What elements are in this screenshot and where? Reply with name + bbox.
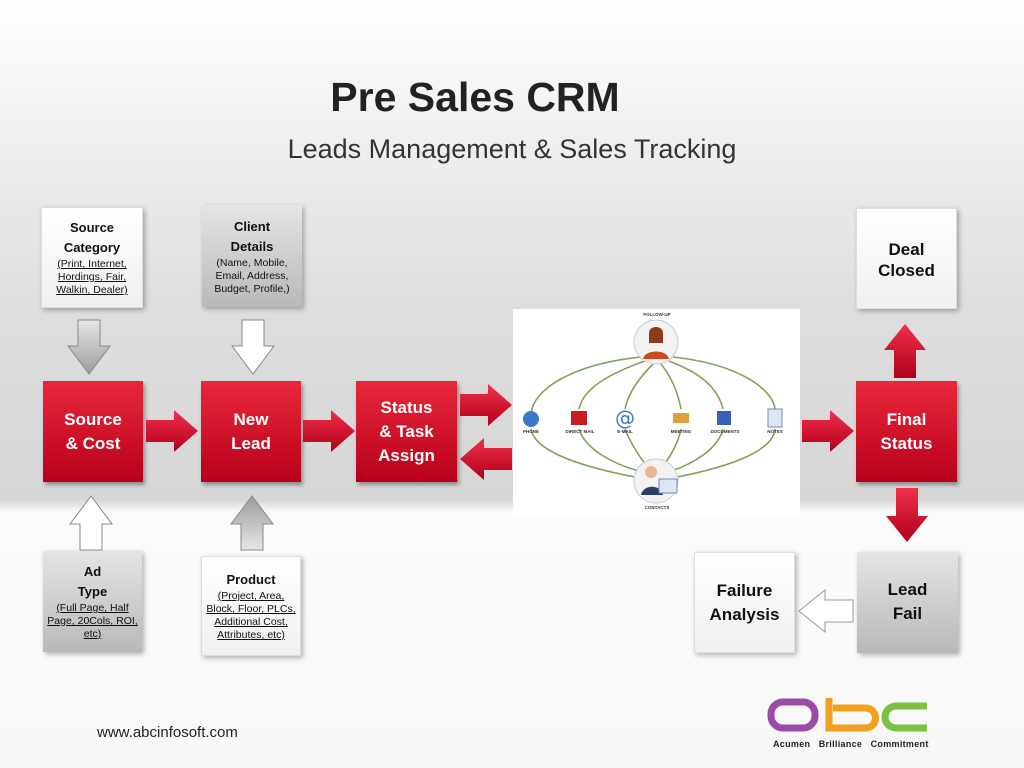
failure-analysis-line1: Failure bbox=[716, 580, 773, 600]
ad-type-line2: Type bbox=[77, 584, 108, 599]
client-details-detail: (Name, Mobile, Email, Address, Budget, P… bbox=[214, 256, 290, 295]
source-cost-line2: & Cost bbox=[65, 433, 121, 453]
arrow-down-source-category bbox=[67, 319, 111, 375]
abc-logo-mark bbox=[767, 698, 927, 732]
source-cost-box: Source & Cost bbox=[43, 381, 143, 482]
failure-analysis-box: Failure Analysis bbox=[694, 552, 795, 653]
arrow-left-failure bbox=[798, 588, 854, 634]
final-status-line2: Status bbox=[880, 433, 933, 453]
deal-closed-box: Deal Closed bbox=[856, 208, 957, 309]
client-details-box: Client Details (Name, Mobile, Email, Add… bbox=[202, 205, 302, 307]
logo-tagline: Acumen Brilliance Commitment bbox=[773, 739, 929, 749]
status-task-line2: & Task bbox=[379, 421, 434, 441]
website-link[interactable]: www.abcinfosoft.com bbox=[97, 724, 238, 741]
arrow-down-lead-fail bbox=[886, 488, 928, 542]
crm-node-meeting: MEETING bbox=[670, 429, 692, 434]
arrow-left-from-crm bbox=[460, 438, 512, 480]
page-title: Pre Sales CRM bbox=[330, 74, 620, 120]
crm-label-followup: FOLLOW-UP bbox=[643, 312, 671, 317]
status-task-box: Status & Task Assign bbox=[356, 381, 457, 482]
new-lead-line1: New bbox=[233, 409, 269, 429]
product-box: Product (Project, Area, Block, Floor, PL… bbox=[201, 556, 301, 656]
new-lead-box: New Lead bbox=[201, 381, 301, 482]
final-status-box: Final Status bbox=[856, 381, 957, 482]
lead-fail-box: Lead Fail bbox=[857, 552, 958, 653]
arrow-right-2 bbox=[303, 410, 355, 452]
crm-node-direct-mail: DIRECT MAIL bbox=[565, 429, 595, 434]
arrow-up-product bbox=[230, 495, 274, 551]
new-lead-line2: Lead bbox=[231, 433, 271, 453]
svg-text:@: @ bbox=[615, 406, 635, 430]
page-subtitle: Leads Management & Sales Tracking bbox=[287, 134, 737, 164]
final-status-line1: Final bbox=[886, 409, 927, 429]
abc-logo: Acumen Brilliance Commitment bbox=[767, 694, 935, 752]
product-line1: Product bbox=[226, 572, 276, 587]
failure-analysis-line2: Analysis bbox=[709, 604, 780, 624]
crm-diagram: @ bbox=[523, 319, 783, 504]
client-details-line2: Details bbox=[230, 238, 274, 254]
crm-node-phone: PHONE bbox=[522, 429, 539, 434]
arrow-up-deal-closed bbox=[884, 324, 926, 378]
lead-fail-line2: Fail bbox=[892, 604, 923, 623]
source-category-detail: (Print, Internet, Hordings, Fair, Walkin… bbox=[56, 258, 128, 296]
deal-closed-line2: Closed bbox=[878, 261, 935, 280]
crm-node-email: E-MAIL bbox=[617, 429, 633, 434]
arrow-right-1 bbox=[146, 410, 198, 452]
status-task-line1: Status bbox=[380, 397, 433, 417]
ad-type-box: Ad Type (Full Page, Half Page, 20Cols, R… bbox=[43, 551, 142, 652]
source-category-line2: Category bbox=[63, 240, 121, 255]
status-task-line3: Assign bbox=[378, 445, 435, 465]
deal-closed-line1: Deal bbox=[888, 240, 925, 259]
arrow-up-ad-type bbox=[69, 495, 113, 551]
arrow-down-client-details bbox=[231, 319, 275, 375]
source-category-box: Source Category (Print, Internet, Hordin… bbox=[41, 207, 143, 308]
source-category-line1: Source bbox=[69, 220, 115, 235]
ad-type-line1: Ad bbox=[83, 564, 102, 579]
client-details-line1: Client bbox=[233, 218, 271, 234]
arrow-right-to-final bbox=[802, 410, 854, 452]
crm-follow-up-panel: @ FOLLOW-UP CONTACTS PHONE DIRECT MAIL E… bbox=[513, 309, 800, 515]
arrow-right-to-crm bbox=[460, 384, 512, 426]
crm-label-contacts: CONTACTS bbox=[644, 505, 670, 510]
source-cost-line1: Source bbox=[64, 409, 122, 429]
crm-node-notes: NOTES bbox=[767, 429, 783, 434]
lead-fail-line1: Lead bbox=[887, 580, 928, 599]
product-detail: (Project, Area, Block, Floor, PLCs, Addi… bbox=[206, 590, 296, 641]
crm-node-documents: DOCUMENTS bbox=[710, 429, 740, 434]
ad-type-detail: (Full Page, Half Page, 20Cols, ROI, etc) bbox=[47, 602, 138, 640]
